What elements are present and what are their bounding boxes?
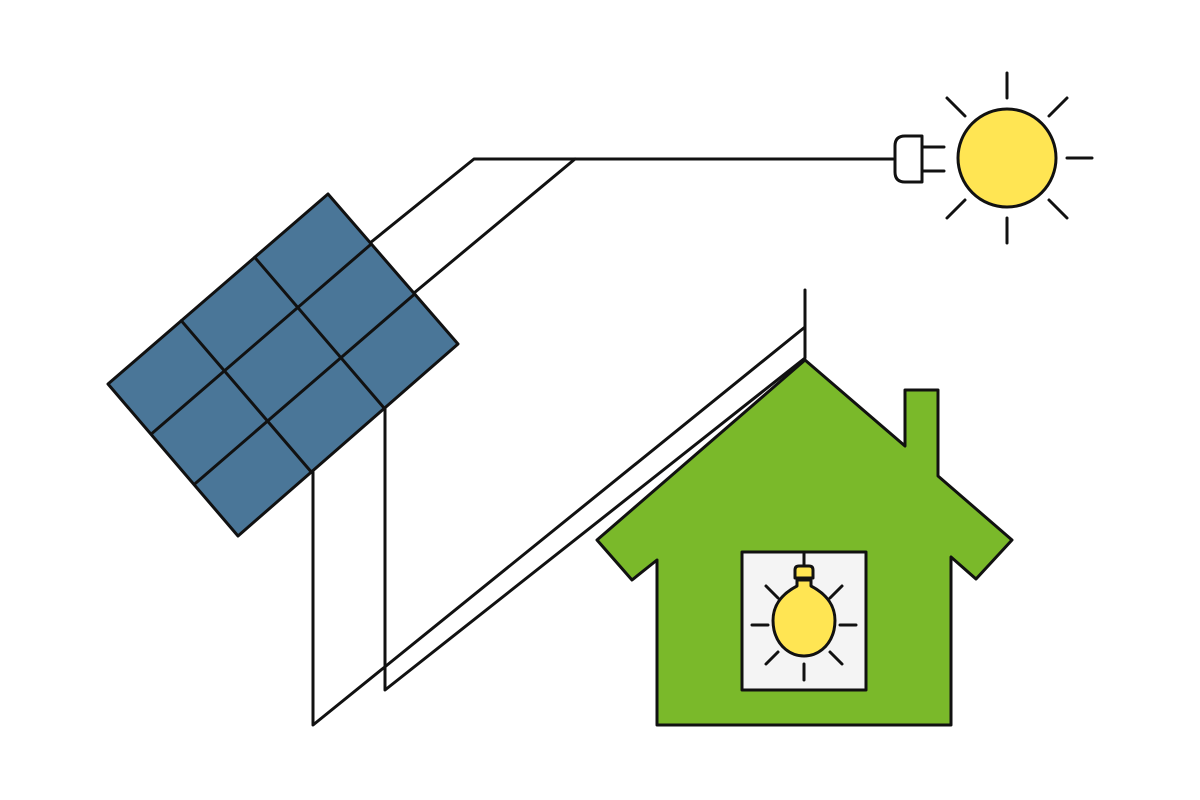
wire-panel-to-house-inner (383, 325, 807, 692)
bulb-glass (771, 578, 837, 658)
plug-icon (893, 134, 946, 184)
sun-disc (956, 107, 1058, 209)
solar-panel-grid (149, 242, 417, 486)
wire-panel-to-plug (368, 157, 895, 245)
solar-panel-icon (106, 192, 460, 538)
power-wires (311, 157, 895, 727)
wire-panel-to-house-outer (311, 288, 807, 727)
bulb-rays (750, 584, 858, 682)
bulb-cap (793, 564, 815, 580)
sun-icon (945, 71, 1094, 245)
solar-panel-body (106, 192, 460, 538)
light-bulb-icon (750, 550, 858, 682)
sun-rays (945, 71, 1094, 245)
house-icon (595, 358, 1014, 727)
wire-panel-to-plug-inner (412, 157, 577, 295)
house-body (595, 358, 1014, 727)
